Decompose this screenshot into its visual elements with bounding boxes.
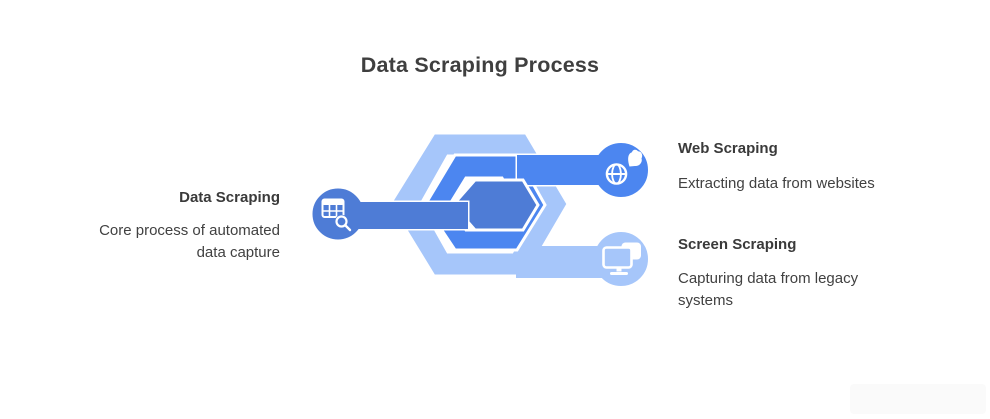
table-search-icon bbox=[321, 198, 355, 235]
web-branch-connector-merge bbox=[517, 155, 621, 185]
data-scraping-description: Core process of automated data capture bbox=[99, 222, 280, 261]
web-scraping-label: Web Scraping bbox=[678, 140, 778, 157]
screen-scraping-description: Capturing data from legacy systems bbox=[678, 270, 859, 309]
screen-scraping-label: Screen Scraping bbox=[678, 236, 797, 253]
core-hexagon bbox=[451, 178, 540, 232]
page-title: Data Scraping Process bbox=[360, 53, 600, 77]
hexagon-spiral-diagram bbox=[309, 131, 651, 289]
data-branch-connector-merge bbox=[340, 202, 468, 229]
web-scraping-description: Extracting data from websites bbox=[678, 175, 875, 192]
data-scraping-label: Data Scraping bbox=[179, 189, 280, 206]
monitor-stack-icon bbox=[602, 242, 641, 275]
globe-click-icon bbox=[605, 149, 643, 185]
watermark bbox=[850, 384, 986, 414]
